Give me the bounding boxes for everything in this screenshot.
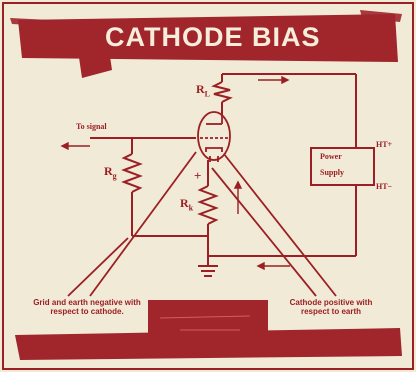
rk-label: Rk <box>180 196 194 213</box>
minus-sign: − <box>194 228 202 243</box>
ground-symbol <box>198 265 218 277</box>
valve-symbol <box>197 111 231 162</box>
rl-label: RL <box>196 82 211 99</box>
power-label: Power <box>320 152 342 161</box>
title-banner <box>18 14 398 62</box>
title-banner-flag <box>75 22 112 78</box>
power-supply-box <box>310 147 375 186</box>
ht-minus-label: HT− <box>376 182 393 191</box>
rg-label: Rg <box>104 164 117 181</box>
page-title: CATHODE BIAS <box>105 22 321 52</box>
grid-note: Grid and earth negative with respect to … <box>33 298 141 316</box>
plus-sign: + <box>194 168 202 183</box>
ht-plus-label: HT+ <box>376 140 393 149</box>
page-border <box>2 2 414 370</box>
to-signal-label: To signal <box>76 122 107 131</box>
earth-plate <box>148 300 268 344</box>
supply-label: Supply <box>320 168 345 177</box>
cathode-note: Cathode positive with respect to earth <box>289 298 373 316</box>
